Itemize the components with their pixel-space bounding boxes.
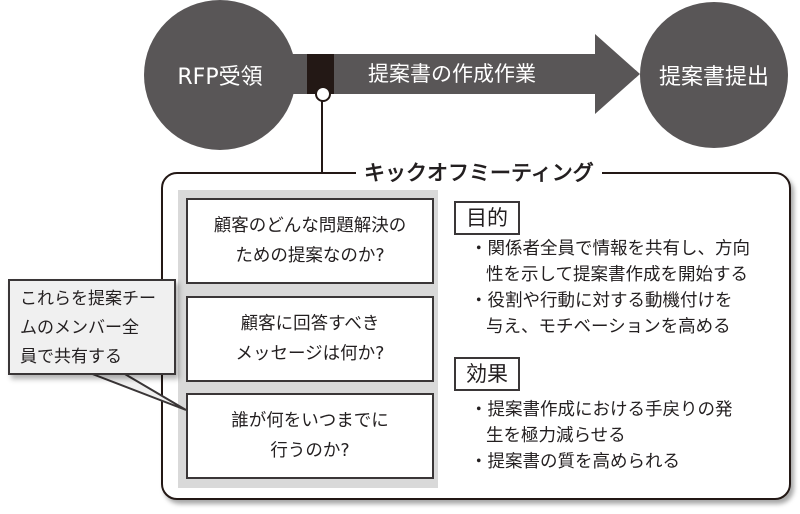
effect-item: ・提案書作成における手戻りの発 生を極力減らせる bbox=[470, 397, 790, 449]
callout-line: 員で共有する bbox=[20, 347, 122, 367]
question-box: 顧客のどんな問題解決の ための提案なのか? bbox=[186, 198, 434, 284]
callout-tail bbox=[81, 368, 187, 411]
purpose-item: ・関係者全員で情報を共有し、方向 性を示して提案書作成を開始する bbox=[470, 236, 790, 288]
start-node-rfp-received: RFP受領 bbox=[144, 0, 296, 150]
kickoff-connector-line bbox=[321, 99, 323, 179]
purpose-item-line: 性を示して提案書作成を開始する bbox=[486, 265, 748, 285]
purpose-item-line: 与え、モチベーションを高める bbox=[486, 317, 731, 337]
question-box: 誰が何をいつまでに 行うのか? bbox=[186, 393, 434, 479]
question-line: 顧客に回答すべき bbox=[240, 314, 380, 334]
purpose-item: ・役割や行動に対する動機付けを 与え、モチベーションを高める bbox=[470, 288, 790, 340]
effect-item: ・提案書の質を高められる bbox=[470, 449, 790, 475]
question-box: 顧客に回答すべき メッセージは何か? bbox=[186, 296, 434, 382]
purpose-heading: 目的 bbox=[454, 201, 520, 235]
question-line: 行うのか? bbox=[270, 441, 350, 461]
question-line: ための提案なのか? bbox=[235, 246, 385, 266]
effect-heading: 効果 bbox=[454, 357, 520, 391]
end-node-proposal-submitted: 提案書提出 bbox=[640, 2, 788, 148]
start-node-label: RFP受領 bbox=[177, 65, 263, 90]
effect-item-line: ・提案書の質を高められる bbox=[470, 452, 680, 472]
end-node-label: 提案書提出 bbox=[658, 65, 769, 90]
kickoff-meeting-title: キックオフミーティング bbox=[356, 161, 602, 185]
callout-line: ムのメンバー全 bbox=[20, 318, 139, 338]
purpose-item-line: ・役割や行動に対する動機付けを bbox=[470, 291, 733, 311]
effect-item-line: ・提案書作成における手戻りの発 bbox=[470, 400, 733, 420]
question-line: 顧客のどんな問題解決の bbox=[213, 216, 407, 236]
question-line: 誰が何をいつまでに bbox=[231, 411, 389, 431]
process-arrow bbox=[290, 34, 640, 114]
kickoff-connector-dot bbox=[315, 86, 331, 102]
purpose-list: ・関係者全員で情報を共有し、方向 性を示して提案書作成を開始する ・役割や行動に… bbox=[470, 236, 790, 340]
process-arrow-label: 提案書の作成作業 bbox=[368, 62, 536, 86]
callout-bubble: これらを提案チー ムのメンバー全 員で共有する bbox=[8, 279, 176, 375]
question-line: メッセージは何か? bbox=[235, 344, 385, 364]
questions-group: 顧客のどんな問題解決の ための提案なのか? 顧客に回答すべき メッセージは何か?… bbox=[178, 190, 438, 488]
effect-item-line: 生を極力減らせる bbox=[486, 426, 626, 446]
process-arrow-shape bbox=[290, 34, 640, 114]
purpose-item-line: ・関係者全員で情報を共有し、方向 bbox=[470, 239, 750, 259]
callout-line: これらを提案チー bbox=[20, 289, 156, 309]
effect-list: ・提案書作成における手戻りの発 生を極力減らせる ・提案書の質を高められる bbox=[470, 397, 790, 475]
